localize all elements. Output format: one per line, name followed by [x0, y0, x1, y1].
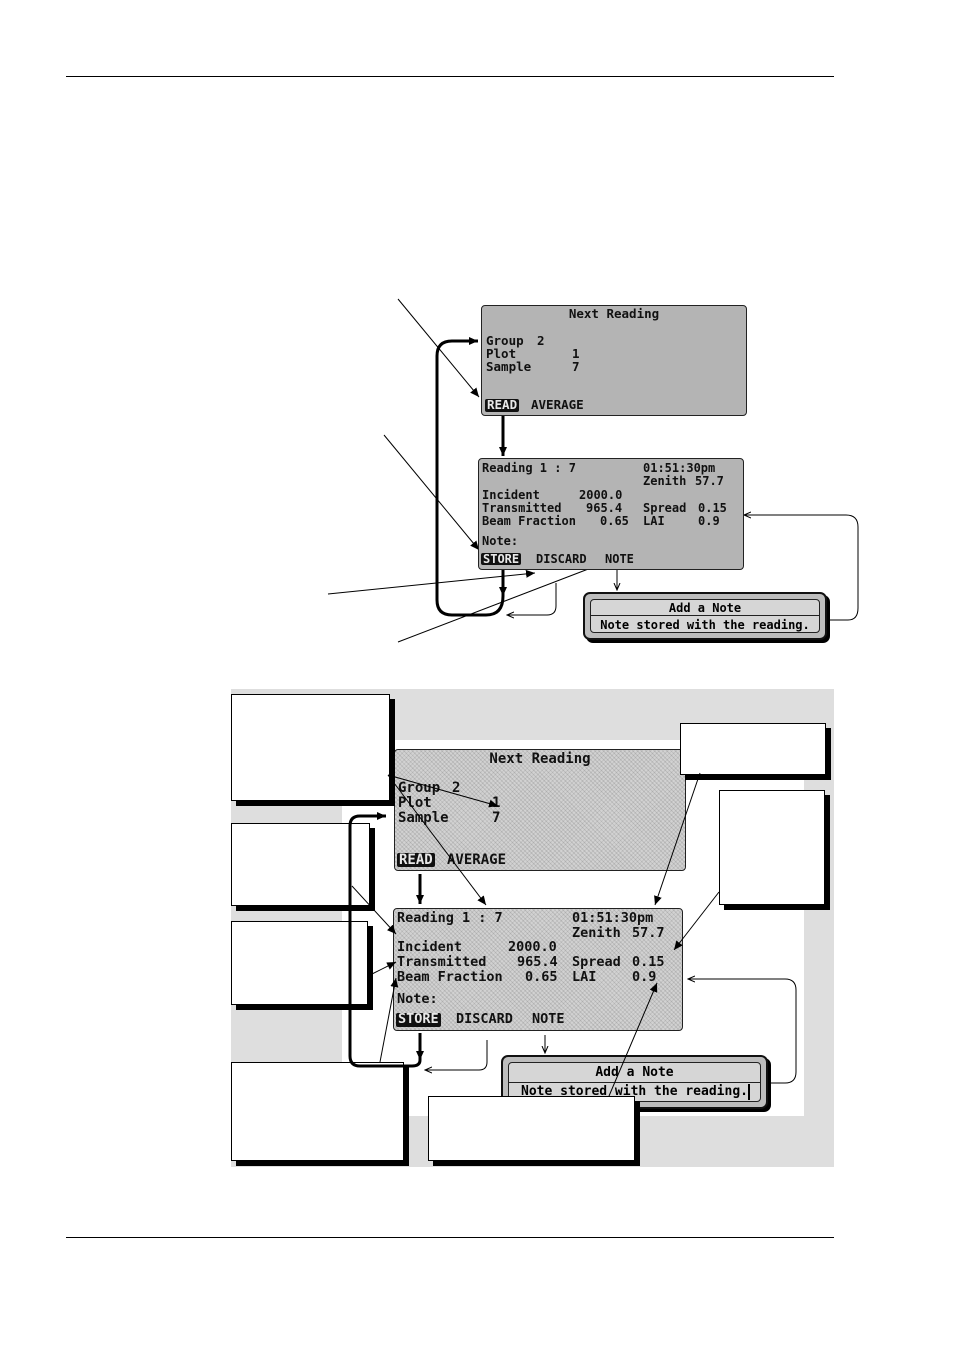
read-softkey[interactable]: READ: [397, 852, 435, 868]
discard-softkey[interactable]: DISCARD: [536, 552, 587, 566]
beam-fraction-value: 0.65: [525, 969, 558, 985]
transmitted-label: Transmitted: [397, 954, 487, 970]
beam-fraction-value: 0.65: [600, 514, 629, 528]
average-softkey[interactable]: AVERAGE: [447, 852, 507, 868]
plot-label: Plot: [486, 346, 517, 361]
pointer-line-store: [383, 434, 480, 551]
store-softkey[interactable]: STORE: [481, 552, 522, 566]
lai-value: 0.9: [632, 969, 657, 985]
transmitted-value: 965.4: [517, 954, 558, 970]
store-softkey[interactable]: STORE: [396, 1011, 441, 1027]
beam-fraction-label: Beam Fraction: [482, 514, 576, 528]
spread-value: 0.15: [698, 501, 727, 515]
pointer-line-discard: [327, 569, 536, 595]
next-reading-screen-large: Next Reading Group 2 Plot 1 Sample 7 REA…: [394, 749, 686, 871]
group-value: 2: [537, 333, 545, 348]
plot-value: 1: [572, 346, 580, 361]
reading-screen-large: Reading 1 : 7 01:51:30pm Zenith 57.7 Inc…: [393, 908, 683, 1031]
discard-softkey[interactable]: DISCARD: [456, 1011, 513, 1027]
lai-label: LAI: [572, 969, 597, 985]
callout-box-2: [231, 823, 370, 906]
callout-box-3: [231, 921, 368, 1005]
callout-box-1: [231, 694, 390, 801]
screen-title: Next Reading: [568, 306, 660, 321]
spread-label: Spread: [572, 954, 621, 970]
dialog-text: Note stored with the reading.: [521, 1084, 748, 1099]
dialog-title: Add a Note: [668, 601, 742, 615]
text-cursor: [748, 1084, 750, 1100]
add-note-dialog-large: Add a Note Note stored with the reading.: [501, 1055, 768, 1109]
sample-label: Sample: [398, 810, 449, 826]
read-softkey[interactable]: READ: [485, 397, 520, 412]
add-note-dialog: Add a Note Note stored with the reading.: [583, 592, 827, 640]
note-label: Note:: [482, 534, 519, 548]
lai-value: 0.9: [698, 514, 720, 528]
note-softkey[interactable]: NOTE: [605, 552, 634, 566]
top-rule: [66, 76, 834, 77]
spread-label: Spread: [643, 501, 687, 515]
reading-screen: Reading 1 : 7 01:51:30pm Zenith 57.7 Inc…: [478, 458, 744, 570]
lai-label: LAI: [643, 514, 665, 528]
zenith-label: Zenith: [572, 925, 621, 941]
screen-title: Next Reading: [489, 751, 591, 767]
next-reading-screen: Next Reading Group 2 Plot 1 Sample 7 REA…: [481, 305, 747, 416]
incident-label: Incident: [397, 939, 463, 955]
incident-label: Incident: [482, 488, 540, 502]
zenith-value: 57.7: [695, 474, 724, 488]
callout-box-4: [231, 1062, 404, 1161]
callout-box-5: [428, 1096, 635, 1161]
dialog-title: Add a Note: [595, 1065, 674, 1080]
group-label: Group: [398, 780, 441, 796]
incident-value: 2000.0: [579, 488, 623, 502]
group-label: Group: [486, 333, 524, 348]
sample-value: 7: [572, 359, 580, 374]
note-softkey[interactable]: NOTE: [532, 1011, 565, 1027]
bottom-rule: [66, 1237, 834, 1238]
spread-value: 0.15: [632, 954, 665, 970]
zenith-label: Zenith: [643, 474, 687, 488]
sample-value: 7: [492, 810, 501, 826]
note-label: Note:: [397, 991, 438, 1007]
reading-title: Reading 1 : 7: [397, 910, 503, 926]
callout-box-7: [719, 790, 825, 905]
reading-title: Reading 1 : 7: [482, 461, 576, 475]
transmitted-value: 965.4: [586, 501, 623, 515]
reading-time: 01:51:30pm: [643, 461, 716, 475]
average-softkey[interactable]: AVERAGE: [531, 397, 584, 412]
group-value: 2: [452, 780, 461, 796]
reading-time: 01:51:30pm: [572, 910, 654, 926]
beam-fraction-label: Beam Fraction: [397, 969, 503, 985]
incident-value: 2000.0: [508, 939, 557, 955]
sample-label: Sample: [486, 359, 532, 374]
transmitted-label: Transmitted: [482, 501, 562, 515]
zenith-value: 57.7: [632, 925, 665, 941]
dialog-text: Note stored with the reading.: [600, 618, 810, 632]
callout-box-6: [680, 723, 826, 775]
